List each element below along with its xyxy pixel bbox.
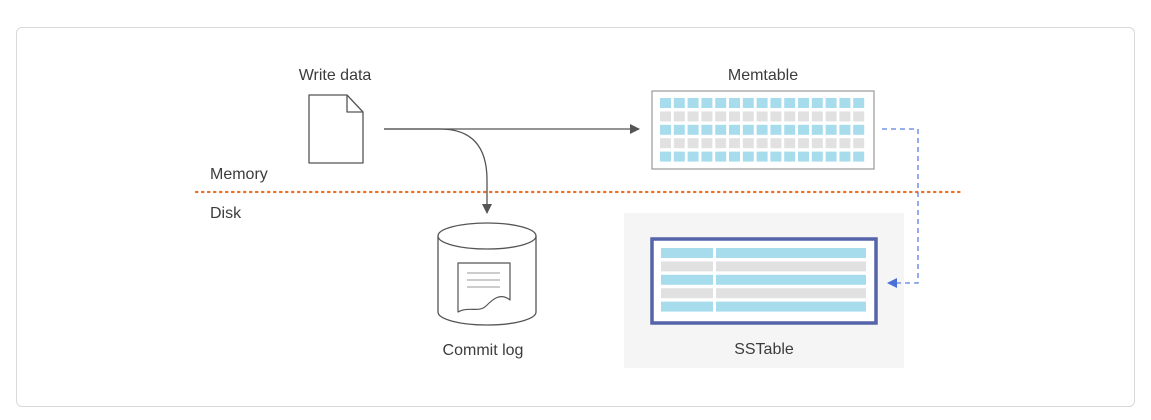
memtable-cell — [756, 98, 768, 108]
memtable-cell — [673, 151, 685, 162]
memtable-cell — [811, 151, 823, 162]
memtable-cell — [756, 111, 768, 122]
memtable-cell — [825, 111, 837, 122]
memtable-cell — [729, 98, 740, 108]
document-icon — [308, 94, 364, 164]
sstable-cell — [661, 301, 713, 312]
memtable-cell — [715, 111, 727, 122]
flush-arrow — [882, 128, 919, 288]
memory-label: Memory — [210, 166, 268, 183]
memtable-cell — [715, 151, 727, 162]
memtable-cell — [825, 151, 837, 162]
memtable-cell — [742, 151, 754, 162]
memtable-cell — [673, 124, 685, 135]
memtable-cell — [756, 138, 768, 149]
memtable-cell — [825, 138, 837, 149]
memtable-cell — [825, 98, 837, 108]
write-to-commitlog-arrow — [384, 128, 492, 214]
memtable-cell — [687, 98, 699, 108]
memtable-grid — [651, 90, 875, 170]
memtable-cell — [729, 138, 740, 149]
memtable-cell — [701, 111, 713, 122]
memtable-label: Memtable — [728, 67, 798, 84]
memtable-cell — [784, 124, 796, 135]
memtable-cell — [770, 111, 782, 122]
memtable-cell — [839, 151, 851, 162]
memtable-cell — [770, 98, 782, 108]
memtable-cell — [673, 98, 685, 108]
memtable-cell — [853, 98, 865, 108]
log-page-icon — [457, 262, 511, 313]
sstable-cell — [661, 261, 713, 272]
memtable-cell — [853, 138, 865, 149]
sstable-cell — [716, 301, 866, 312]
memtable-cell — [784, 98, 796, 108]
memtable-cell — [798, 151, 809, 162]
memtable-cell — [742, 124, 754, 135]
memtable-cell — [756, 151, 768, 162]
memtable-cell — [825, 124, 837, 135]
memtable-cell — [853, 124, 865, 135]
memtable-cell — [687, 151, 699, 162]
memtable-cell — [687, 138, 699, 149]
memtable-cell — [660, 111, 671, 122]
memtable-cell — [770, 151, 782, 162]
sstable-cell — [716, 248, 866, 258]
memtable-cell — [673, 138, 685, 149]
memtable-cell — [660, 98, 671, 108]
memtable-cell — [715, 124, 727, 135]
memtable-cell — [798, 111, 809, 122]
memtable-cell — [770, 124, 782, 135]
memtable-cell — [742, 98, 754, 108]
sstable-cell — [661, 248, 713, 258]
memtable-cell — [715, 138, 727, 149]
disk-label: Disk — [210, 205, 242, 222]
memtable-cell — [660, 138, 671, 149]
memtable-cell — [729, 151, 740, 162]
memtable-cell — [811, 111, 823, 122]
commit-log-label: Commit log — [443, 342, 524, 359]
memtable-cell — [701, 138, 713, 149]
memtable-cell — [811, 98, 823, 108]
memtable-cell — [798, 138, 809, 149]
memtable-cell — [729, 124, 740, 135]
memtable-cell — [742, 138, 754, 149]
sstable-cell — [661, 274, 713, 285]
memtable-cell — [811, 138, 823, 149]
sstable-cell — [661, 288, 713, 299]
memtable-cell — [660, 124, 671, 135]
memtable-cell — [715, 98, 727, 108]
sstable-table — [650, 237, 878, 325]
memtable-cell — [770, 138, 782, 149]
memtable-cell — [660, 151, 671, 162]
diagram-card — [16, 27, 1135, 407]
memtable-cell — [839, 124, 851, 135]
memtable-cell — [798, 98, 809, 108]
memtable-cell — [729, 111, 740, 122]
sstable-label: SSTable — [734, 341, 794, 358]
memtable-cell — [839, 111, 851, 122]
sstable-cell — [716, 274, 866, 285]
write-data-label: Write data — [299, 67, 372, 84]
sstable-cell — [716, 261, 866, 272]
memtable-cell — [701, 124, 713, 135]
memtable-cell — [853, 151, 865, 162]
memtable-cell — [687, 111, 699, 122]
memtable-cell — [798, 124, 809, 135]
memtable-cell — [811, 124, 823, 135]
memtable-cell — [784, 138, 796, 149]
memtable-cell — [742, 111, 754, 122]
memtable-cell — [784, 151, 796, 162]
memtable-cell — [687, 124, 699, 135]
memtable-cell — [839, 98, 851, 108]
memtable-cell — [756, 124, 768, 135]
memtable-cell — [839, 138, 851, 149]
memtable-cell — [784, 111, 796, 122]
memtable-cell — [701, 98, 713, 108]
sstable-cell — [716, 288, 866, 299]
memtable-cell — [701, 151, 713, 162]
memtable-cell — [853, 111, 865, 122]
memtable-cell — [673, 111, 685, 122]
